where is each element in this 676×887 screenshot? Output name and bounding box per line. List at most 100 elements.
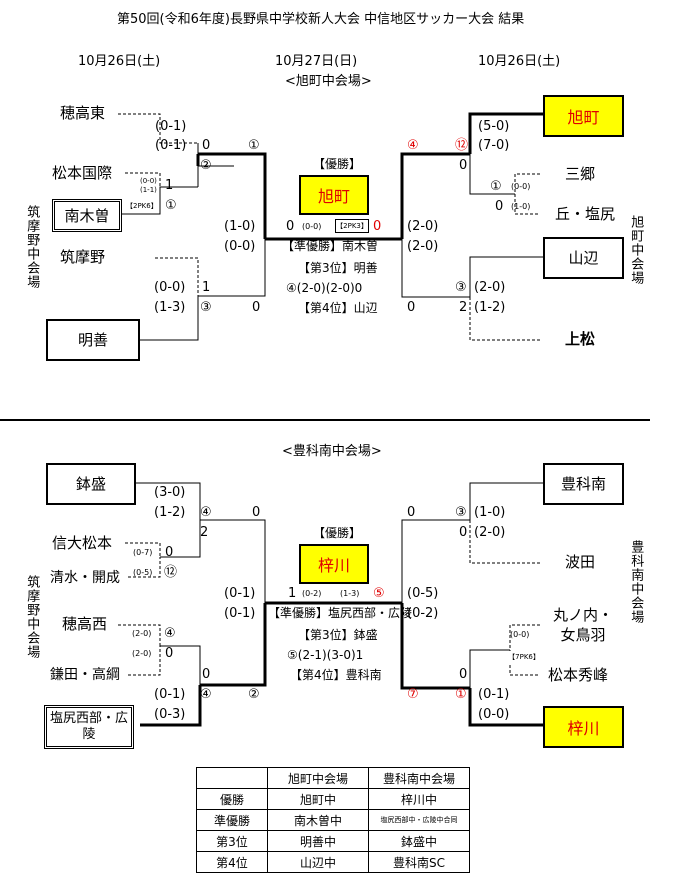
score: 0 — [165, 646, 174, 661]
third-score: ④(2-0)(2-0)0 — [286, 281, 363, 295]
score: 0 — [373, 219, 382, 234]
score: (0-0) — [140, 177, 157, 185]
score: ④ — [407, 138, 419, 153]
score: (0-1) — [224, 586, 256, 601]
score: (2-0) — [407, 219, 439, 234]
team-toyoshina-minami: 豊科南 — [543, 463, 624, 505]
team-shiojiri-seibu-koryo: 塩尻西部・広陵 — [44, 705, 134, 749]
score: ④ — [164, 626, 176, 641]
page-title: 第50回(令和6年度)長野県中学校新人大会 中信地区サッカー大会 結果 — [117, 12, 525, 27]
table-cell: 梓川中 — [368, 788, 470, 810]
score: 0 — [407, 300, 416, 315]
score: (1-0) — [511, 202, 531, 211]
champion-label: 【優勝】 — [313, 157, 362, 171]
score: ③ — [200, 300, 212, 315]
results-table: 旭町中会場 豊科南中会場 優勝 旭町中 梓川中 準優勝 南木曽中 塩尻西部中・広… — [196, 767, 470, 873]
champion-top: 旭町 — [299, 175, 369, 215]
pk-box: 【2PK3】 — [335, 219, 369, 233]
score: (1-3) — [340, 589, 360, 598]
team-chikumano: 筑摩野 — [60, 248, 106, 266]
score: (0-1) — [224, 606, 256, 621]
side-label-asahimachi: 旭町中会場 — [628, 215, 644, 285]
score: 【2PK6】 — [126, 202, 158, 210]
runner-up: 【準優勝】塩尻西部・広陵 — [268, 606, 413, 620]
score: (0-5) — [407, 586, 439, 601]
score: (1-3) — [154, 300, 186, 315]
table-cell: 塩尻西部中・広陵中合同 — [368, 809, 470, 831]
score: ① — [490, 179, 502, 194]
score: 1 — [288, 586, 297, 601]
table-row: 優勝 旭町中 梓川中 — [196, 788, 470, 810]
table-header: 豊科南中会場 — [368, 767, 470, 789]
team-marunouchi-tobaha: 丸ノ内・女鳥羽 — [553, 606, 614, 645]
score: (0-0) — [511, 182, 531, 191]
table-row: 準優勝 南木曽中 塩尻西部中・広陵中合同 — [196, 809, 470, 831]
score: 0 — [165, 545, 174, 560]
venue-top: <旭町中会場> — [285, 74, 372, 89]
score: (1-2) — [474, 300, 506, 315]
score: (0-0) — [510, 630, 530, 639]
score: (2-0) — [132, 629, 152, 638]
table-cell: 鉢盛中 — [368, 830, 470, 852]
fourth-place: 【第4位】豊科南 — [290, 668, 382, 682]
table-cell: 豊科南SC — [368, 851, 470, 873]
score: ⑫ — [455, 138, 469, 153]
table-cell: 準優勝 — [196, 809, 268, 831]
team-meizen: 明善 — [46, 319, 140, 361]
score: (1-0) — [224, 219, 256, 234]
score: (0-0) — [154, 280, 186, 295]
score: (5-0) — [478, 119, 510, 134]
table-cell: 山辺中 — [267, 851, 369, 873]
table-cell: 旭町中 — [267, 788, 369, 810]
date-center: 10月27日(日) — [275, 54, 358, 69]
score: (0-1) — [155, 119, 187, 134]
score: 1 — [202, 280, 211, 295]
score: ① — [165, 198, 177, 213]
third-place: 【第3位】鉢盛 — [298, 628, 378, 642]
score: ⑦ — [407, 687, 419, 702]
score: (0-2) — [407, 606, 439, 621]
team-hotakanishi: 穂高西 — [62, 615, 108, 633]
score: (0-7) — [133, 548, 153, 557]
score: 0 — [202, 138, 211, 153]
score: (0-0) — [478, 707, 510, 722]
score: ④ — [200, 505, 212, 520]
score: 0 — [495, 199, 504, 214]
score: (1-2) — [154, 505, 186, 520]
score: 1 — [165, 178, 174, 193]
side-label-toyoshina: 豊科南中会場 — [628, 540, 644, 624]
score: 0 — [459, 525, 468, 540]
team-hata: 波田 — [565, 553, 596, 571]
score: (0-1) — [154, 687, 186, 702]
table-cell: 優勝 — [196, 788, 268, 810]
score: (2-0) — [407, 239, 439, 254]
runner-up: 【準優勝】南木曽 — [282, 239, 379, 253]
side-label-tsukama-top: 筑摩野中会場 — [24, 205, 40, 289]
score: (2-0) — [474, 525, 506, 540]
score: 2 — [200, 525, 209, 540]
score: 2 — [459, 300, 468, 315]
venue-bottom: <豊科南中会場> — [282, 444, 382, 459]
team-yamabe: 山辺 — [543, 237, 624, 279]
team-matsumoto-shuho: 松本秀峰 — [548, 666, 609, 684]
score: (0-3) — [154, 707, 186, 722]
table-cell: 南木曽中 — [267, 809, 369, 831]
score: 0 — [202, 667, 211, 682]
score: ① — [248, 138, 260, 153]
table-cell: 第4位 — [196, 851, 268, 873]
pk-box: 【7PK6】 — [508, 651, 540, 663]
score: (0-1) — [155, 138, 187, 153]
table-cell: 明善中 — [267, 830, 369, 852]
team-azusagawa: 梓川 — [543, 706, 624, 748]
team-kamata-takatsuna: 鎌田・高綱 — [50, 667, 120, 683]
score: ② — [200, 158, 212, 173]
date-left: 10月26日(土) — [78, 54, 161, 69]
team-hachimori: 鉢盛 — [46, 463, 136, 505]
team-hotakahigashi: 穂高東 — [60, 104, 106, 122]
score: 0 — [286, 219, 295, 234]
score: ⑫ — [164, 565, 178, 580]
team-oka-shiojiri: 丘・塩尻 — [555, 205, 616, 223]
score: 0 — [407, 505, 416, 520]
table-header: 旭町中会場 — [267, 767, 369, 789]
score: (0-0) — [224, 239, 256, 254]
